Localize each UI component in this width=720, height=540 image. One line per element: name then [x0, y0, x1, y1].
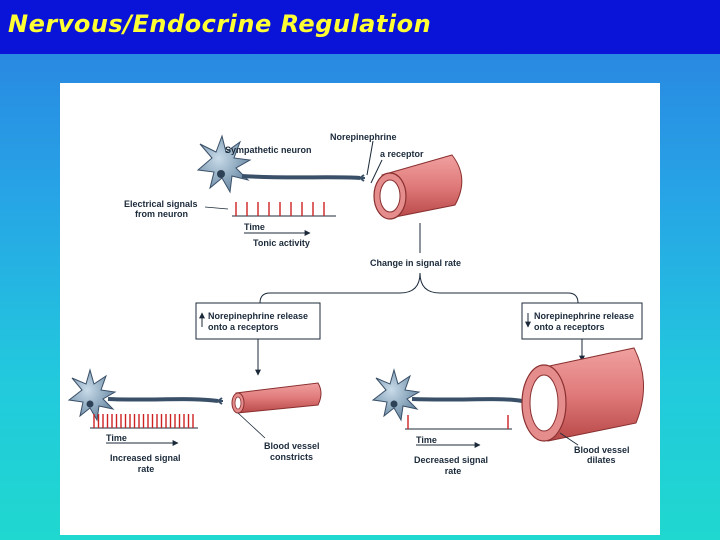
decreased-spike-train: [405, 415, 512, 430]
receptor-pointer: [370, 159, 383, 184]
tonic-spike-train: [232, 202, 336, 217]
sympathetic-neuron-label: Sympathetic neuron: [225, 145, 312, 155]
right-neuron-soma-icon: [371, 368, 421, 422]
axon: [241, 174, 361, 180]
axon-terminal-icon: [359, 174, 365, 182]
transmitter-pointer: [366, 140, 374, 176]
dilated-vessel: [521, 347, 645, 442]
left-box-line1: Norepinephrine release: [208, 311, 308, 321]
right-neuron: [371, 368, 527, 422]
decreased-rate-label-2: rate: [445, 466, 462, 476]
left-neuron-soma-icon: [67, 368, 117, 422]
neuron-nucleus-icon: [217, 170, 225, 178]
regulation-diagram: Sympathetic neuron Norepinephrine a rece…: [67, 132, 645, 476]
increased-rate-label: Increased signal: [110, 453, 181, 463]
left-time-label: Time: [106, 433, 127, 443]
top-time-label: Time: [244, 222, 265, 232]
increased-spike-train: [90, 414, 198, 429]
dilates-label-2: dilates: [587, 455, 616, 465]
decreased-rate-label: Decreased signal: [414, 455, 488, 465]
constricts-label: Blood vessel: [264, 441, 320, 451]
electrical-signals-label: Electrical signals: [124, 199, 198, 209]
figure-panel: Sympathetic neuron Norepinephrine a rece…: [60, 83, 660, 535]
increased-rate-label-2: rate: [138, 464, 155, 474]
right-time-label: Time: [416, 435, 437, 445]
tonic-activity-label: Tonic activity: [253, 238, 310, 248]
from-neuron-label: from neuron: [135, 209, 188, 219]
title-bar: Nervous/Endocrine Regulation: [0, 0, 720, 54]
dilates-label: Blood vessel: [574, 445, 630, 455]
left-neuron: [67, 368, 223, 422]
top-neuron: [196, 134, 365, 194]
norepinephrine-label: Norepinephrine: [330, 132, 397, 142]
branch-left-line: [259, 272, 421, 304]
branch-right-line: [419, 272, 579, 304]
right-box-line1: Norepinephrine release: [534, 311, 634, 321]
constricts-label-2: constricts: [270, 452, 313, 462]
neuron-soma-icon: [196, 134, 252, 194]
change-in-signal-rate-label: Change in signal rate: [370, 258, 461, 268]
a-receptor-label: a receptor: [380, 149, 424, 159]
left-release-box: Norepinephrine release onto a receptors: [195, 302, 321, 340]
right-release-box: Norepinephrine release onto a receptors: [521, 302, 643, 340]
right-box-line2: onto a receptors: [534, 322, 605, 332]
top-vessel: [373, 154, 463, 220]
left-box-line2: onto a receptors: [208, 322, 279, 332]
constricted-vessel: [231, 382, 322, 414]
slide-title: Nervous/Endocrine Regulation: [8, 10, 432, 38]
